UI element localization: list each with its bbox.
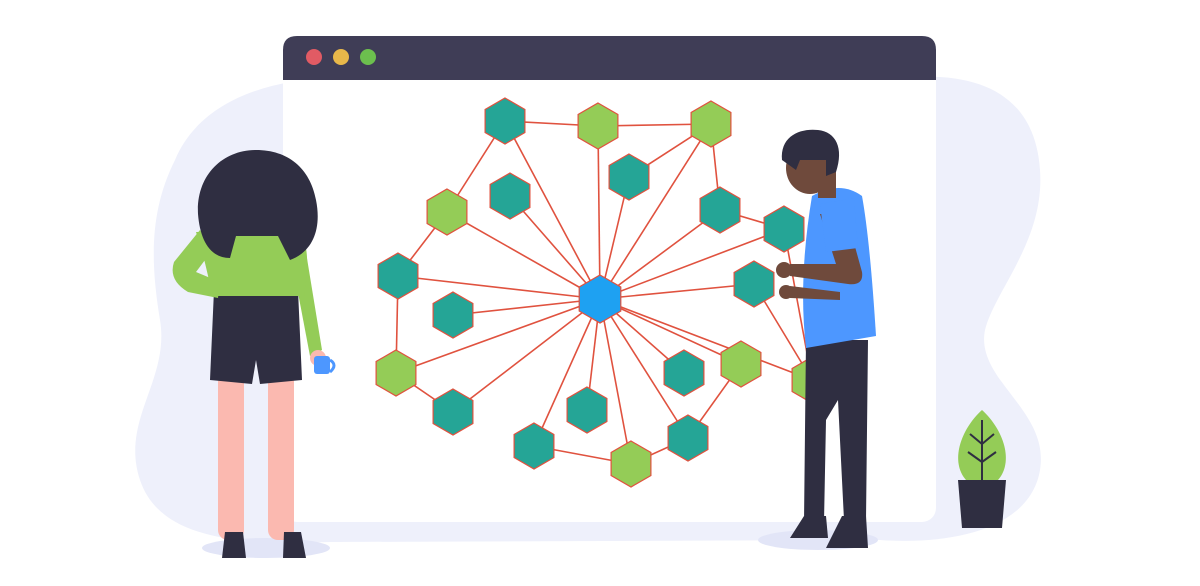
woman-leg-left bbox=[218, 372, 244, 540]
man-hand bbox=[776, 262, 792, 278]
network-node-light bbox=[610, 440, 652, 488]
network-edge bbox=[599, 123, 712, 300]
minimize-window-button[interactable] bbox=[333, 49, 349, 65]
man-hair bbox=[781, 129, 840, 176]
network-edge bbox=[599, 228, 785, 300]
network-edge bbox=[533, 298, 601, 447]
network-node-dark bbox=[566, 386, 608, 434]
network-edge bbox=[597, 125, 601, 300]
browser-titlebar bbox=[283, 36, 936, 80]
man-legs bbox=[804, 340, 868, 522]
potted-plant bbox=[958, 410, 1006, 528]
network-node-dark bbox=[513, 422, 555, 470]
man-figure bbox=[758, 129, 878, 550]
network-edge bbox=[599, 298, 813, 381]
close-window-button[interactable] bbox=[306, 49, 322, 65]
woman-shoe-left bbox=[222, 532, 246, 558]
woman-shadow bbox=[202, 538, 330, 558]
network-edge bbox=[599, 209, 721, 300]
network-edge bbox=[452, 298, 601, 413]
man-sleeve bbox=[820, 198, 858, 252]
network-node-light bbox=[720, 340, 762, 388]
network-node-dark bbox=[432, 388, 474, 436]
network-edge bbox=[446, 211, 601, 300]
network-node-dark bbox=[663, 349, 705, 397]
woman-figure bbox=[172, 150, 336, 558]
mug bbox=[314, 356, 330, 374]
network-edge bbox=[599, 283, 755, 300]
woman-shorts bbox=[210, 290, 302, 384]
mug-handle bbox=[328, 358, 336, 374]
network-edge bbox=[397, 275, 601, 300]
network-node-light bbox=[690, 100, 732, 148]
network-node-light bbox=[577, 102, 619, 150]
woman-leg-right bbox=[268, 372, 294, 540]
network-edge bbox=[395, 298, 601, 374]
network-node-light bbox=[426, 188, 468, 236]
network-hub-node bbox=[578, 274, 622, 324]
man-shoe-left bbox=[790, 516, 828, 538]
plant-stem bbox=[967, 420, 997, 484]
network-edge bbox=[599, 298, 689, 439]
network-edge bbox=[504, 120, 601, 300]
network-node-dark bbox=[667, 414, 709, 462]
network-node-dark bbox=[699, 186, 741, 234]
network-edge bbox=[509, 195, 601, 300]
plant-pot bbox=[958, 480, 1006, 528]
network-node-dark bbox=[432, 291, 474, 339]
network-node-dark bbox=[733, 260, 775, 308]
network-node-dark bbox=[489, 172, 531, 220]
network-node-dark bbox=[484, 97, 526, 145]
network-node-dark bbox=[608, 153, 650, 201]
network-edge bbox=[599, 298, 632, 465]
network-node-dark bbox=[377, 252, 419, 300]
network-node-light bbox=[375, 349, 417, 397]
maximize-window-button[interactable] bbox=[360, 49, 376, 65]
network-node-dark bbox=[763, 205, 805, 253]
man-hand-lower bbox=[779, 285, 793, 299]
network-edge bbox=[452, 298, 601, 316]
network-edge bbox=[599, 298, 742, 365]
woman-shoe-right bbox=[283, 532, 306, 558]
woman-hair bbox=[197, 150, 318, 260]
man-shoe-right bbox=[826, 516, 868, 548]
man-lower-arm bbox=[790, 286, 840, 300]
